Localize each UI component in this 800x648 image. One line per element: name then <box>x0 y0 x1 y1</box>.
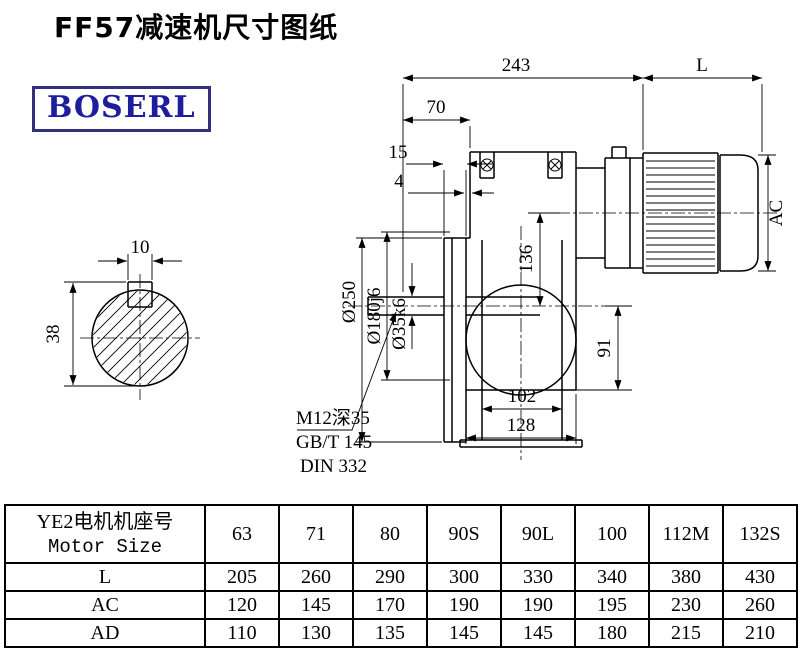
dia-flange-label: Ø250 <box>339 281 360 323</box>
table-cell: 260 <box>722 590 798 620</box>
table-cell: 210 <box>722 618 798 648</box>
table-cell: 260 <box>278 562 354 592</box>
table-cell: 145 <box>278 590 354 620</box>
motor-size-132S: 132S <box>722 504 798 564</box>
row-label-L: L <box>4 562 206 592</box>
page-title: FF57减速机尺寸图纸 <box>54 11 339 44</box>
dim-128: 128 <box>507 415 536 436</box>
centerlines <box>80 212 780 460</box>
motor-size-71: 71 <box>278 504 354 564</box>
table-cell: 145 <box>426 618 502 648</box>
motor-dimension-table: YE2电机机座号 Motor Size 63 71 80 90S 90L 100… <box>4 504 798 648</box>
dim-91: 91 <box>594 339 615 358</box>
dia-spigot-label: Ø180j6 <box>364 288 385 345</box>
table-cell: 230 <box>648 590 724 620</box>
motor-size-header-cn: YE2电机机座号 <box>36 511 174 533</box>
dia-bore-label: Ø35k6 <box>389 298 410 350</box>
table-cell: 170 <box>352 590 428 620</box>
dim-102: 102 <box>508 386 537 407</box>
table-cell: 190 <box>426 590 502 620</box>
table-cell: 380 <box>648 562 724 592</box>
table-cell: 145 <box>500 618 576 648</box>
table-cell: 215 <box>648 618 724 648</box>
motor-size-112M: 112M <box>648 504 724 564</box>
gearbox-main-view <box>367 146 759 448</box>
table-cell: 195 <box>574 590 650 620</box>
dim-38: 38 <box>43 325 64 344</box>
table-cell: 300 <box>426 562 502 592</box>
table-cell: 330 <box>500 562 576 592</box>
dim-243: 243 <box>502 55 531 76</box>
table-cell: 120 <box>204 590 280 620</box>
standard-gb: GB/T 145 <box>296 432 372 453</box>
table-row-AC: AC 120 145 170 190 190 195 230 260 <box>4 590 798 620</box>
table-cell: 205 <box>204 562 280 592</box>
table-cell: 430 <box>722 562 798 592</box>
motor-size-90S: 90S <box>426 504 502 564</box>
table-cell: 290 <box>352 562 428 592</box>
dim-4: 4 <box>394 171 404 192</box>
dim-AC: AC <box>766 200 787 226</box>
table-header-row: YE2电机机座号 Motor Size 63 71 80 90S 90L 100… <box>4 504 798 564</box>
motor-size-header-en: Motor Size <box>47 536 163 558</box>
table-cell: 190 <box>500 590 576 620</box>
motor-size-header-cell: YE2电机机座号 Motor Size <box>4 504 206 564</box>
dim-L: L <box>696 55 708 76</box>
motor-size-90L: 90L <box>500 504 576 564</box>
table-cell: 180 <box>574 618 650 648</box>
dimension-labels: 243 L 70 15 4 AC 136 91 102 128 Ø250 Ø18… <box>43 55 787 477</box>
table-cell: 135 <box>352 618 428 648</box>
dim-70: 70 <box>427 97 446 118</box>
table-row-L: L 205 260 290 300 330 340 380 430 <box>4 562 798 592</box>
dim-10: 10 <box>131 237 150 258</box>
technical-drawing: 243 L 70 15 4 AC 136 91 102 128 Ø250 Ø18… <box>43 55 787 477</box>
dimension-lines <box>64 74 776 444</box>
table-row-AD: AD 110 130 135 145 145 180 215 210 <box>4 618 798 648</box>
table-cell: 110 <box>204 618 280 648</box>
row-label-AD: AD <box>4 618 206 648</box>
brand-logo: BOSERL <box>32 86 211 132</box>
row-label-AC: AC <box>4 590 206 620</box>
thread-note: M12深35 <box>296 407 370 429</box>
table-cell: 340 <box>574 562 650 592</box>
motor-size-80: 80 <box>352 504 428 564</box>
motor-size-100: 100 <box>574 504 650 564</box>
standard-din: DIN 332 <box>300 456 367 477</box>
dim-15: 15 <box>389 142 408 163</box>
table-cell: 130 <box>278 618 354 648</box>
motor-size-63: 63 <box>204 504 280 564</box>
motor-fins <box>646 160 715 267</box>
dim-136: 136 <box>516 245 537 274</box>
bolt-symbols <box>480 158 562 172</box>
